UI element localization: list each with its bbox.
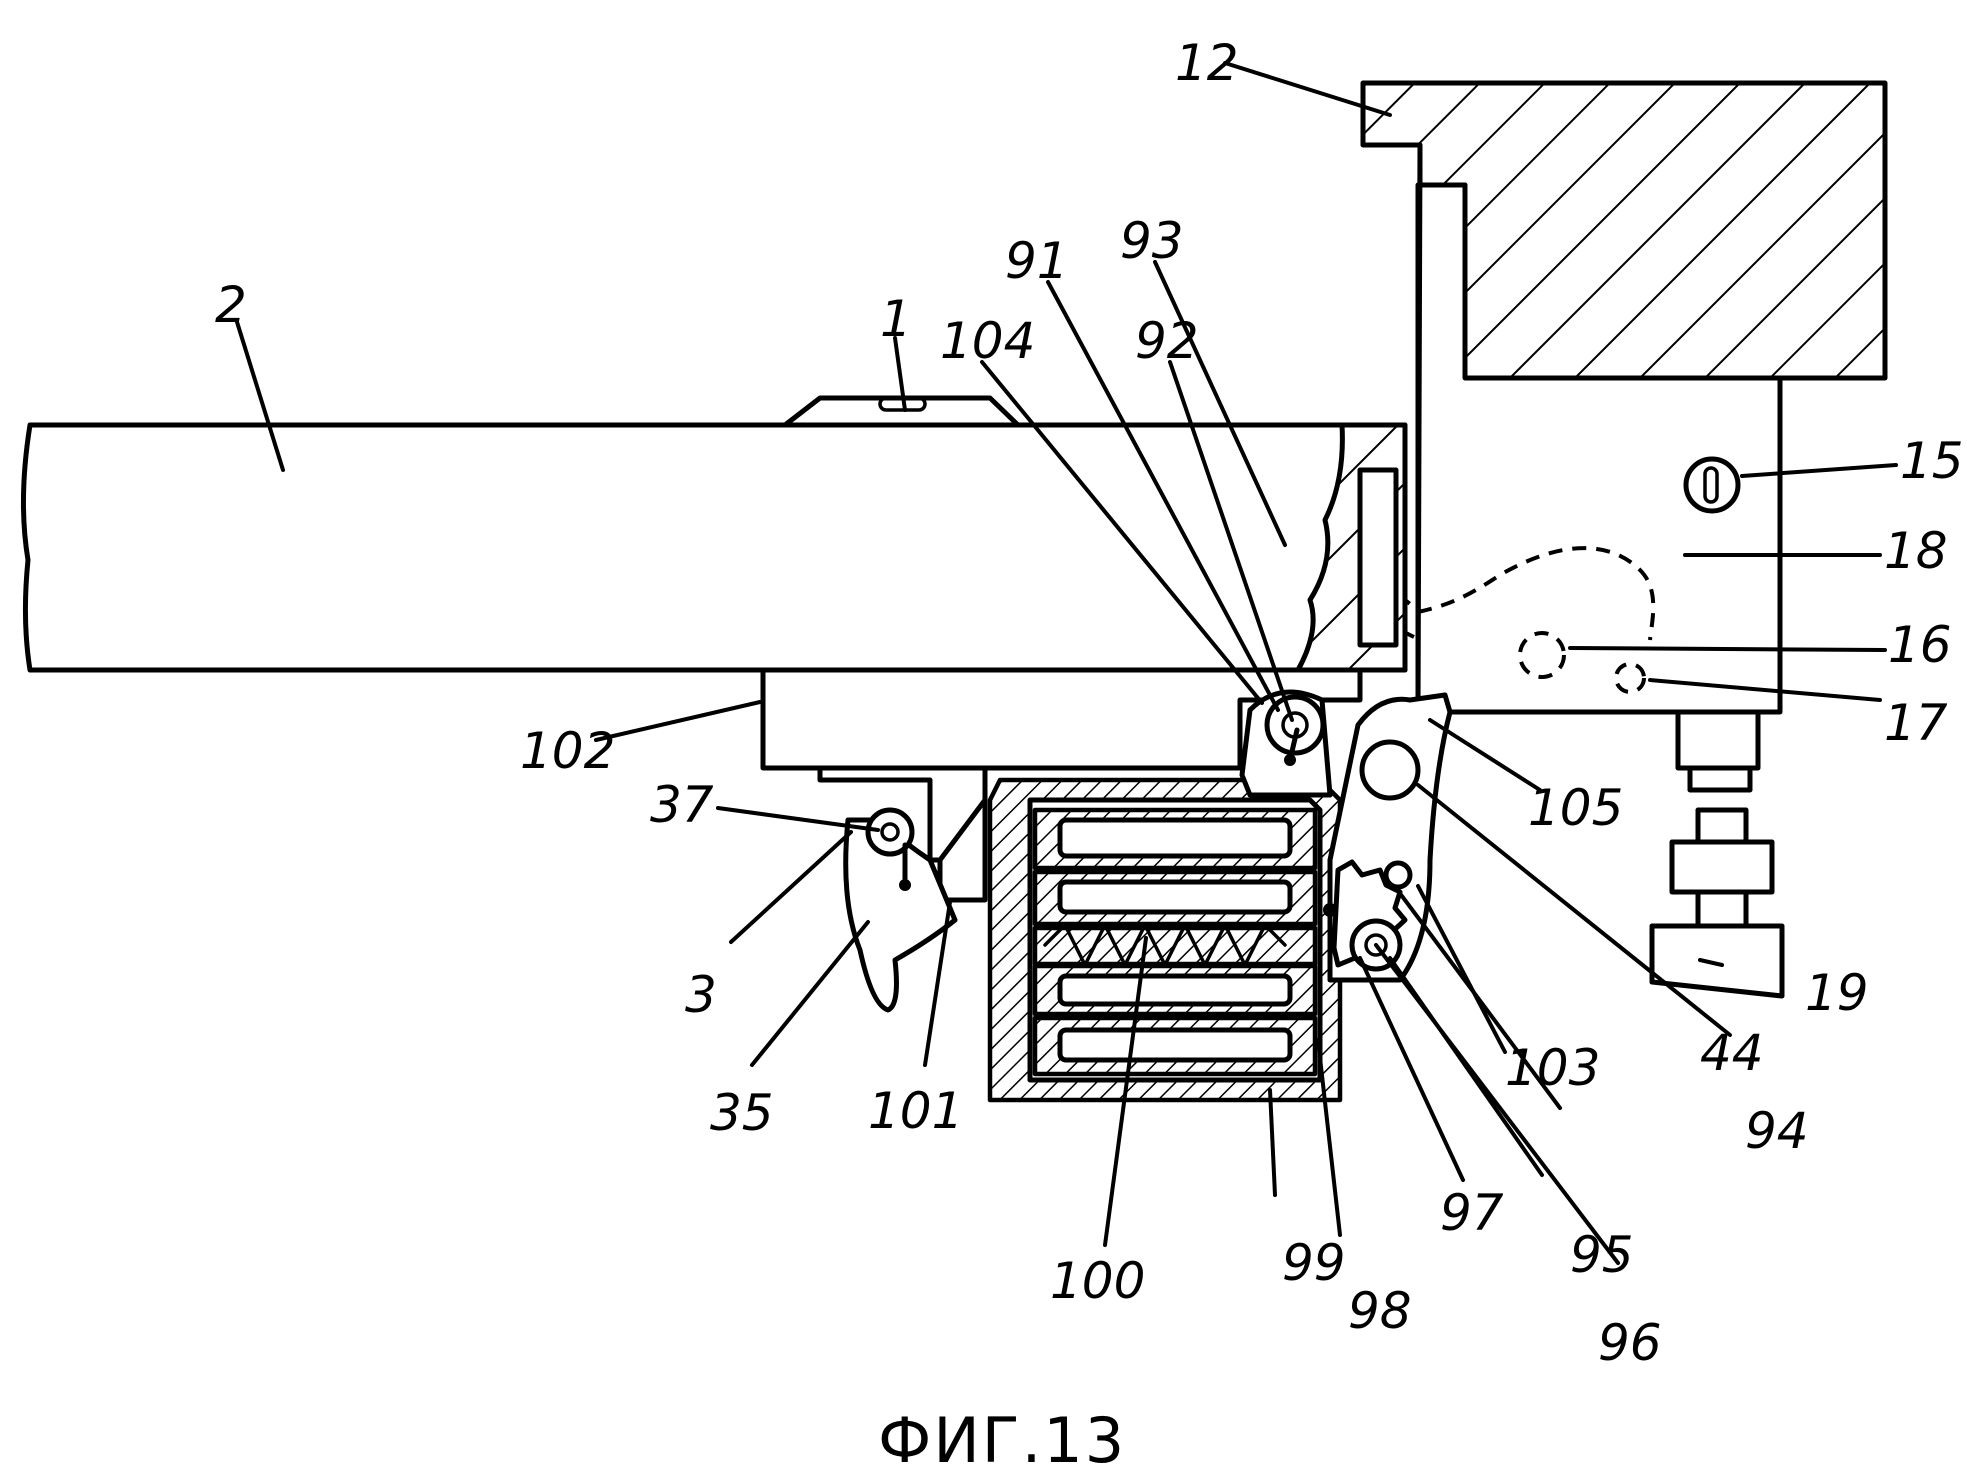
label-94: 94 bbox=[1745, 1102, 1809, 1160]
gear-103 bbox=[1323, 859, 1413, 972]
label-37: 37 bbox=[650, 776, 714, 834]
hidden-pin-16 bbox=[1518, 631, 1566, 679]
label-103: 103 bbox=[1505, 1039, 1600, 1097]
label-99: 99 bbox=[1282, 1234, 1346, 1292]
part-2-beam bbox=[20, 422, 1408, 673]
spring-stack-100 bbox=[1032, 807, 1318, 1077]
part-102-block bbox=[760, 667, 1363, 771]
label-2: 2 bbox=[215, 276, 247, 334]
label-16: 16 bbox=[1888, 616, 1952, 674]
label-18: 18 bbox=[1884, 522, 1948, 580]
hidden-pin-17 bbox=[1614, 662, 1646, 694]
label-91: 91 bbox=[1005, 232, 1069, 290]
label-105: 105 bbox=[1528, 779, 1623, 837]
label-19: 19 bbox=[1805, 964, 1869, 1022]
label-17: 17 bbox=[1884, 694, 1948, 752]
label-101: 101 bbox=[868, 1082, 963, 1140]
label-92: 92 bbox=[1135, 312, 1199, 370]
label-44: 44 bbox=[1700, 1024, 1764, 1082]
label-96: 96 bbox=[1598, 1314, 1662, 1372]
figure-caption: ФИГ.13 bbox=[878, 1404, 1126, 1477]
reference-labels: 12 2 1 104 91 92 93 15 18 16 17 102 37 3… bbox=[215, 34, 1964, 1372]
label-104: 104 bbox=[940, 312, 1035, 370]
label-93: 93 bbox=[1120, 212, 1184, 270]
part-101-bracket bbox=[817, 765, 988, 903]
part-19-post bbox=[1649, 709, 1785, 999]
part-18-bracket bbox=[1415, 142, 1783, 715]
label-102: 102 bbox=[520, 722, 615, 780]
label-35: 35 bbox=[710, 1084, 774, 1142]
label-15: 15 bbox=[1900, 432, 1964, 490]
screw-15 bbox=[1683, 456, 1741, 514]
label-1: 1 bbox=[880, 290, 912, 348]
label-98: 98 bbox=[1348, 1282, 1412, 1340]
part-1-clip bbox=[782, 395, 1021, 428]
label-100: 100 bbox=[1050, 1252, 1145, 1310]
lever-35 bbox=[843, 807, 958, 1013]
label-95: 95 bbox=[1570, 1226, 1634, 1284]
label-3: 3 bbox=[685, 966, 717, 1024]
label-97: 97 bbox=[1440, 1184, 1504, 1242]
leader-lines bbox=[235, 61, 1898, 1265]
pivot-92 bbox=[1239, 689, 1333, 798]
label-12: 12 bbox=[1175, 34, 1239, 92]
